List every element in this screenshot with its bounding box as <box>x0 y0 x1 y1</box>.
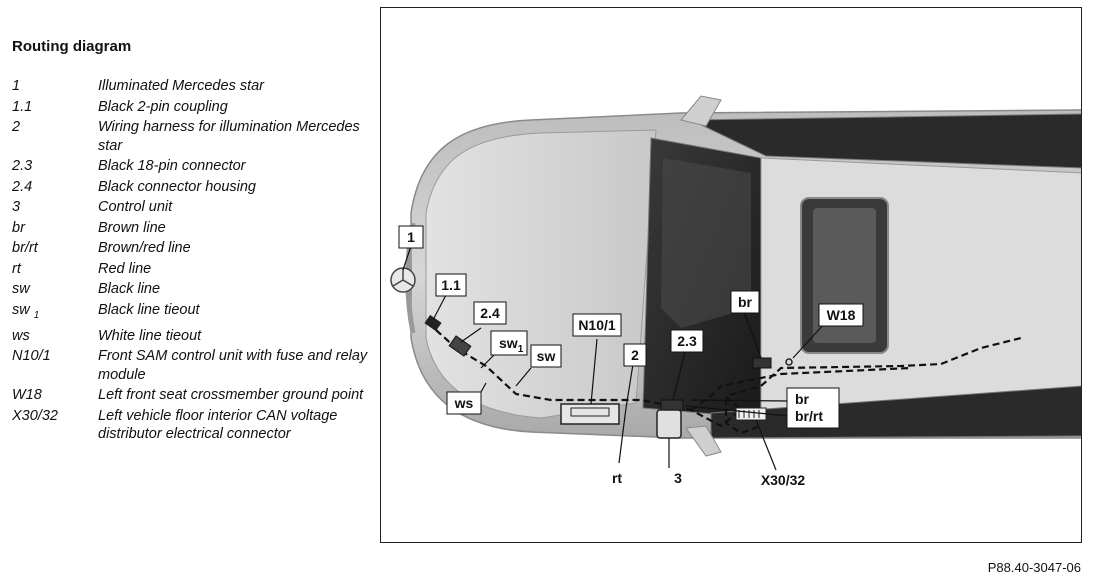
legend-key: br/rt <box>12 240 38 256</box>
legend-row: br/rt Brown/red line <box>12 239 372 258</box>
legend-desc: Red line <box>98 260 152 277</box>
label-sw1: sw1 <box>499 335 524 355</box>
legend-desc: Left vehicle floor interior CAN voltage … <box>98 407 338 443</box>
legend-key: 1.1 <box>12 98 33 115</box>
label-2: 2 <box>631 347 639 363</box>
label-br-top: br <box>738 294 753 310</box>
mirror-top <box>680 95 722 127</box>
legend-row: 1 Illuminated Mercedes star <box>12 77 372 96</box>
legend-list: 1 Illuminated Mercedes star 1.1 Black 2-pin… <box>12 77 372 444</box>
legend-desc: Black line <box>98 281 161 297</box>
x30-32-connector <box>735 407 767 421</box>
car-routing-illustration: 1 1.1 2.4 sw1 sw ws N10/1 2 2.3 br W18 b… <box>390 95 1081 488</box>
label-n10-1: N10/1 <box>578 317 616 333</box>
label-w18: W18 <box>827 307 856 323</box>
label-2-4: 2.4 <box>480 305 500 321</box>
legend-desc: Black 2-pin coupling <box>98 98 228 115</box>
side-windows-top <box>690 113 1081 169</box>
label-boxes: 1 1.1 2.4 sw1 sw ws N10/1 2 2.3 br W18 b… <box>398 225 864 488</box>
legend-key: 3 <box>12 199 21 215</box>
legend-title: Routing diagram <box>12 38 132 55</box>
label-br-rt: br/rt <box>795 408 823 424</box>
mercedes-star-icon <box>390 267 416 293</box>
dashboard <box>661 158 751 328</box>
legend-desc: Illuminated Mercedes star <box>98 78 265 94</box>
label-br-right: br <box>795 391 810 407</box>
legend-key: N10/1 <box>12 348 51 365</box>
legend: Routing diagram 1 Illuminated Mercedes st… <box>12 38 372 446</box>
legend-key: rt <box>12 260 21 277</box>
control-unit <box>656 409 682 439</box>
mirror-bottom <box>685 425 722 457</box>
legend-key: 2.4 <box>12 178 33 195</box>
legend-desc: Brown/red line <box>98 240 191 256</box>
black-connector-housing <box>448 335 472 357</box>
legend-desc: Black line tieout <box>98 301 200 318</box>
legend-key: ws <box>12 327 30 344</box>
legend-row: X30/32 Left vehicle floor interior CAN vo… <box>12 407 372 444</box>
legend-row: 2.4 Black connector housing <box>12 178 372 197</box>
legend-row: 2 Wiring harness for illumination Mercede… <box>12 118 372 155</box>
legend-desc: Front SAM control unit with fuse and rel… <box>98 348 368 383</box>
black-18-pin-connector <box>660 399 684 411</box>
legend-key: 1 <box>12 78 21 94</box>
legend-row: W18 Left front seat crossmember ground po… <box>12 386 372 405</box>
w18-ground-point <box>785 358 793 366</box>
legend-key: 2 <box>12 119 21 135</box>
br-connector <box>752 357 772 369</box>
legend-row: N10/1 Front SAM control unit with fuse an… <box>12 347 372 384</box>
leader-lines <box>402 245 825 471</box>
label-sw: sw <box>537 348 556 364</box>
legend-key: br <box>12 219 25 236</box>
legend-key: sw 1 <box>12 301 40 321</box>
car-hood <box>425 129 657 419</box>
label-x30-32: X30/32 <box>761 472 806 488</box>
legend-desc: Wiring harness for illumination Mercedes… <box>98 119 360 154</box>
figure-code: P88.40-3047-06 <box>987 560 1081 575</box>
front-sam-control-unit <box>560 403 620 425</box>
label-ws: ws <box>454 395 474 411</box>
legend-row: rt Red line <box>12 260 372 279</box>
legend-key: sw <box>12 281 30 297</box>
legend-row: 1.1 Black 2-pin coupling <box>12 98 372 117</box>
legend-key: W18 <box>12 387 42 404</box>
legend-row: 3 Control unit <box>12 198 372 217</box>
black-2-pin-coupling <box>424 314 442 332</box>
legend-desc: White line tieout <box>98 327 202 344</box>
legend-row: sw 1 Black line tieout <box>12 301 372 325</box>
legend-row: br Brown line <box>12 219 372 238</box>
legend-row: ws White line tieout <box>12 327 372 346</box>
legend-desc: Left front seat crossmember ground point <box>98 387 364 404</box>
legend-row: 2.3 Black 18-pin connector <box>12 157 372 176</box>
label-1-1: 1.1 <box>441 277 461 293</box>
legend-key: 2.3 <box>12 158 33 174</box>
legend-desc: Black 18-pin connector <box>98 158 246 174</box>
legend-desc: Brown line <box>98 219 166 236</box>
legend-desc: Black connector housing <box>98 178 256 195</box>
diagram-frame: 1 1.1 2.4 sw1 sw ws N10/1 2 2.3 br W18 b… <box>380 7 1082 543</box>
label-rt: rt <box>612 470 622 486</box>
label-1: 1 <box>407 229 415 245</box>
legend-desc: Control unit <box>98 199 173 215</box>
legend-row: sw Black line <box>12 280 372 299</box>
legend-key: X30/32 <box>12 407 58 424</box>
label-2-3: 2.3 <box>677 333 697 349</box>
label-3: 3 <box>674 470 682 486</box>
